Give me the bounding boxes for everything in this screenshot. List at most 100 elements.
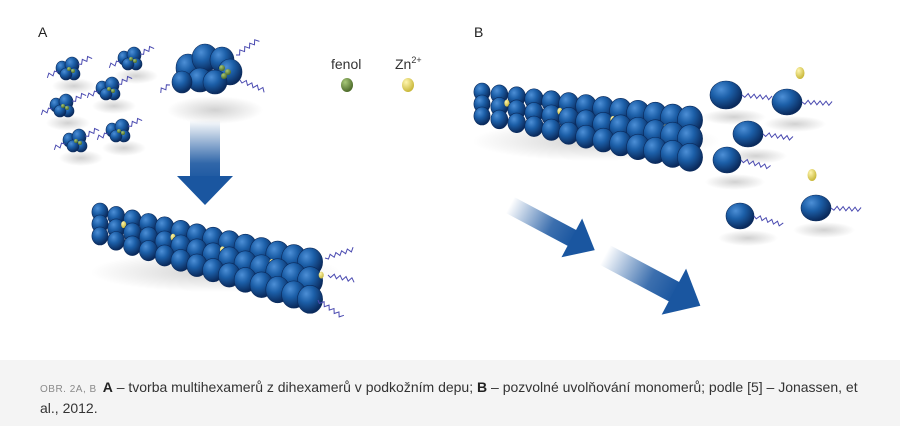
insulin-tail [740,158,771,170]
legend-phenol-label: fenol [331,56,361,72]
figure-illustration: A B [0,0,900,360]
insulin-tail [324,247,354,260]
hexamer-large [160,39,265,124]
monomer-sphere [91,226,109,246]
monomer-sphere [297,285,323,314]
shadow [718,230,778,246]
insulin-tail [762,132,794,141]
shadow [114,68,158,84]
monomer-sphere [123,235,142,256]
phenol-dot [67,67,71,71]
zinc-ion [504,99,510,107]
phenol-dot [133,59,137,63]
shadow [102,140,146,156]
insulin-tail [139,45,155,55]
insulin-tail [239,79,265,93]
released-monomer [793,194,862,238]
figure-number: OBR. 2A, B [40,384,97,395]
monomer-sphere [712,146,742,174]
insulin-tail [235,39,260,56]
multihexamer-chain-b [472,82,720,172]
monomer-sphere [725,202,755,230]
monomer-sphere [490,109,509,130]
arrow-diagonal-icon [599,245,701,315]
released-monomer [718,202,784,246]
phenol-dot [111,89,115,93]
insulin-tail [40,107,53,116]
shadow [793,222,855,238]
insulin-tail [84,127,100,137]
zinc-ion [121,221,127,229]
insulin-tail [753,215,784,227]
insulin-tail [96,132,109,141]
insulin-tail [160,84,171,93]
phenol-dot [221,73,227,79]
monomer-sphere [171,70,193,94]
shadow [52,78,96,94]
insulin-tail [801,99,833,107]
shadow [705,174,765,190]
dihexamer-cluster [53,127,103,166]
monomer-sphere [800,194,832,222]
phenol-dot [107,87,111,91]
caption-a-label: A [102,379,113,395]
insulin-tail [830,205,862,213]
released-monomer [725,120,794,164]
phenol-dot [71,69,75,73]
shadow [702,109,766,125]
shadow [92,98,136,114]
dihexamer-cluster [86,75,136,114]
phenol-dot [117,129,121,133]
insulin-tail [327,273,355,283]
monomer-sphere [541,118,562,141]
zinc-ion [807,169,817,181]
released-monomer [705,146,771,190]
dihexamer-clusters [40,45,158,166]
dihexamer-cluster [40,92,90,131]
phenol-dot [65,106,69,110]
monomer-sphere [524,115,544,137]
monomer-sphere [732,120,764,148]
phenol-dot [74,139,78,143]
insulin-tail [71,92,87,102]
arrow-down-icon [177,120,233,205]
insulin-tail [108,60,121,69]
released-monomer [764,88,833,132]
monomer-sphere [709,80,743,110]
shadow [46,115,90,131]
phenol-legend-swatch [341,78,353,92]
legend-zinc-label: Zn2+ [395,55,422,72]
phenol-dot [121,131,125,135]
monomer-sphere [139,240,158,262]
monomer-sphere [677,143,703,172]
monomer-sphere [473,106,491,126]
released-monomer [702,80,773,125]
figure-caption: OBR. 2A, B A – tvorba multihexamerů z dih… [40,378,880,418]
monomer-sphere [558,121,579,145]
released-monomers [702,67,862,246]
shadow [167,96,263,124]
insulin-tail [86,90,99,99]
dihexamer-cluster [96,117,146,156]
insulin-tail [741,92,773,101]
panel-a-label: A [38,24,48,40]
monomer-sphere [771,88,803,116]
monomer-sphere [107,231,125,251]
shadow [59,150,103,166]
zinc-ion [318,271,324,279]
phenol-dot [219,65,225,71]
phenol-dot [78,141,82,145]
zinc-legend-swatch [402,78,414,92]
panel-b-label: B [474,24,484,40]
caption-a-text: – tvorba multihexamerů z dihexamerů v po… [112,379,477,395]
insulin-tail [53,142,66,151]
insulin-tail [46,70,59,79]
insulin-tail [317,299,345,318]
arrow-diagonal-icon [505,197,595,258]
insulin-tail [77,55,93,65]
insulin-tail [117,75,133,85]
dihexamer-cluster [108,45,158,84]
zinc-ion [795,67,805,79]
monomer-sphere [507,112,526,134]
diagram-canvas: fenol Zn2+ [40,39,862,318]
